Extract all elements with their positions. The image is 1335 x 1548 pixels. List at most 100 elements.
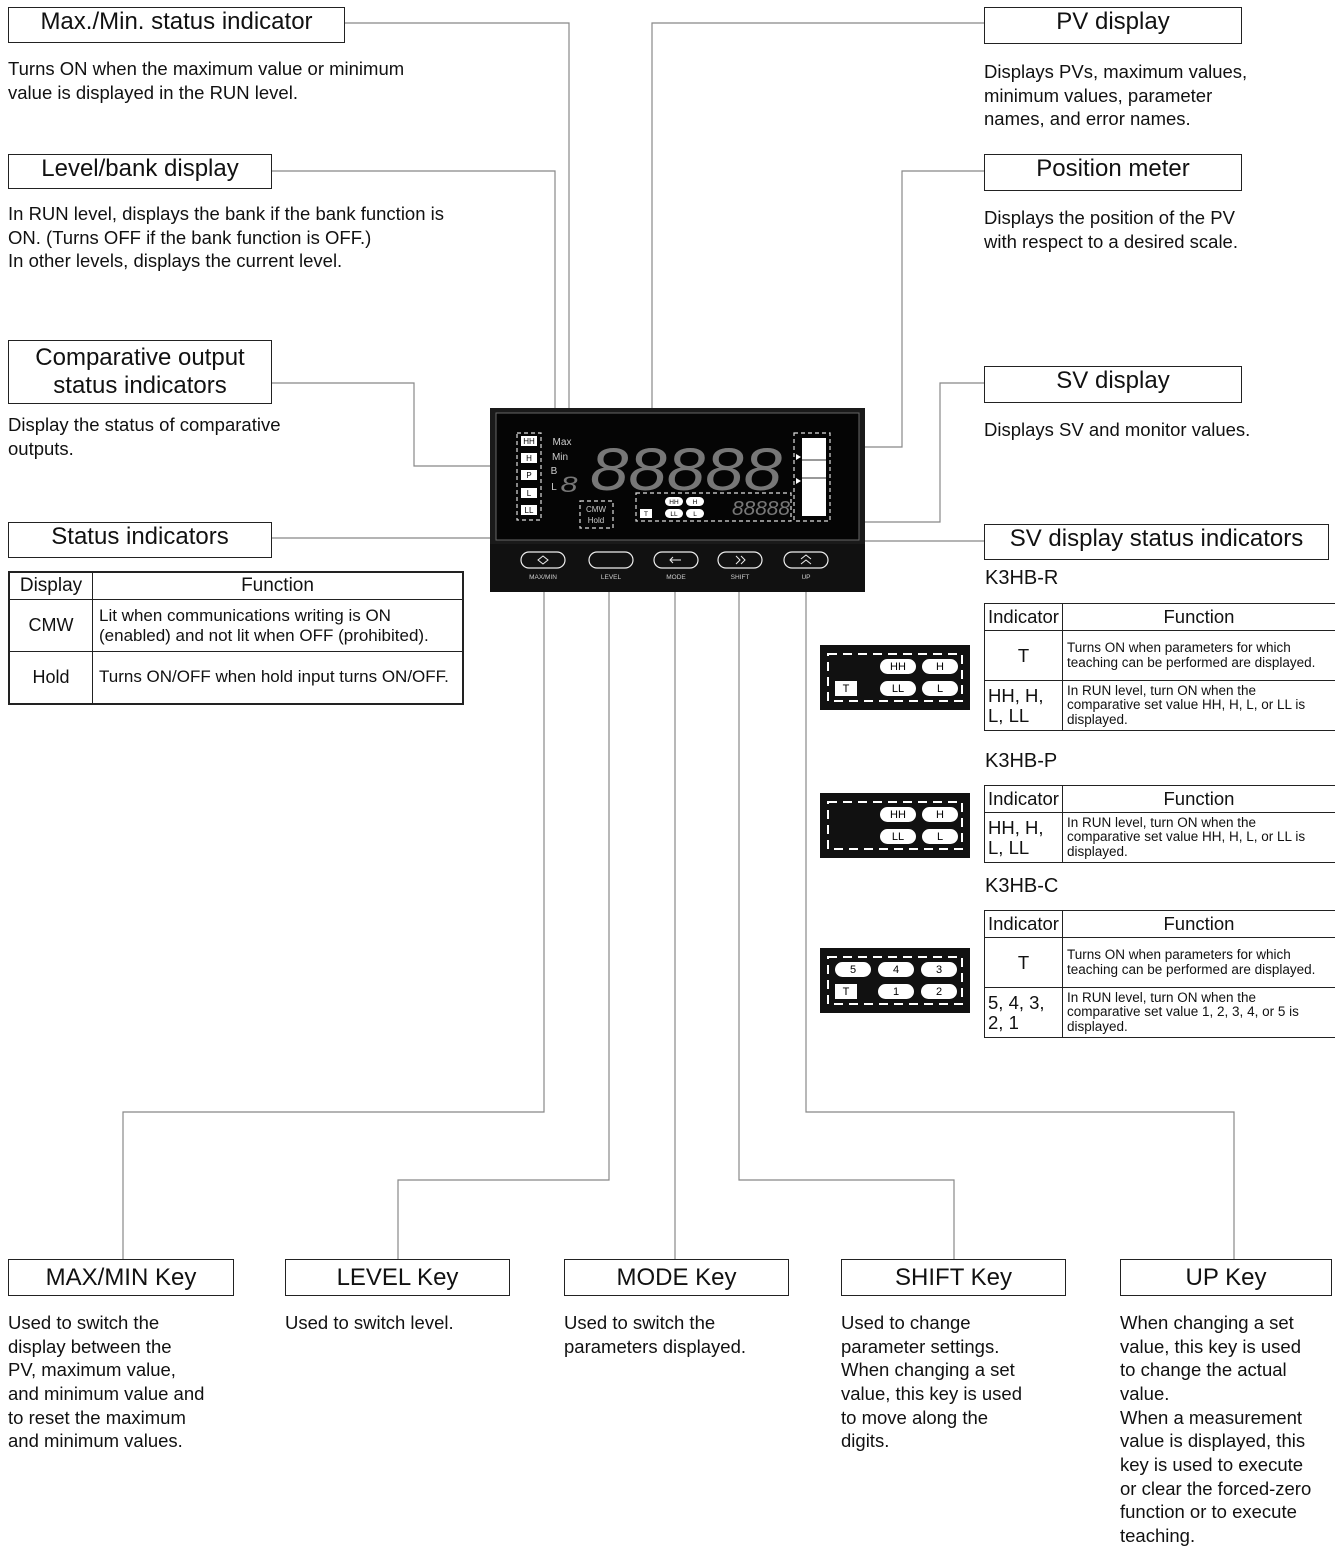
maxmin-key-label: MAX/MIN <box>529 574 557 581</box>
indicator-HH: HH <box>890 809 906 821</box>
table-header: Indicator <box>984 603 1063 631</box>
sv-led-LL: LL <box>670 511 678 518</box>
up-key[interactable] <box>783 551 829 569</box>
model-label-k3hb-r: K3HB-R <box>985 567 1059 589</box>
table-cell: In RUN level, turn ON when the comparati… <box>1061 680 1335 731</box>
comparative-output-title: Comparative output status indicators <box>8 340 272 404</box>
indicator-LL: LL <box>892 831 904 843</box>
status-indicators-table: Display Function CMW Lit when communicat… <box>8 571 464 705</box>
led-L: L <box>527 489 532 498</box>
model-label-k3hb-p: K3HB-P <box>985 750 1058 772</box>
table-cell: HH, H, L, LL <box>984 812 1063 863</box>
indicator-LL: LL <box>892 683 904 695</box>
table-cell: Turns ON when parameters for which teach… <box>1061 937 1335 988</box>
mode-key-title: MODE Key <box>564 1259 789 1296</box>
indicator-3: 3 <box>936 964 942 976</box>
shift-key-title: SHIFT Key <box>841 1259 1066 1296</box>
shift-key[interactable] <box>717 551 763 569</box>
k3hb-r-indicator-graphic: T HH H LL L <box>827 653 963 702</box>
sv-display-desc: Displays SV and monitor values. <box>984 419 1251 440</box>
position-meter-title: Position meter <box>984 154 1242 191</box>
mode-key[interactable] <box>653 551 699 569</box>
sv-display-digits: 88888 <box>732 498 790 520</box>
table-cell: In RUN level, turn ON when the comparati… <box>1061 812 1335 863</box>
pv-display-desc: Displays PVs, maximum values, minimum va… <box>984 61 1248 130</box>
table-cell: T <box>984 630 1063 681</box>
k3hb-p-indicator-panel: HH H LL L <box>820 793 970 858</box>
indicator-H: H <box>936 661 944 673</box>
diamond-icon <box>537 555 549 565</box>
level-bank-digit: 8 <box>561 472 579 497</box>
k3hb-p-indicator-graphic: HH H LL L <box>827 801 963 850</box>
shift-key-label: SHIFT <box>731 574 750 581</box>
bank-indicator: B <box>551 466 558 477</box>
double-chevron-right-icon <box>735 555 746 565</box>
maxmin-key-title: MAX/MIN Key <box>8 1259 234 1296</box>
led-HH: HH <box>523 437 535 446</box>
pv-display-digits: 88888 <box>590 436 783 503</box>
maxmin-key[interactable] <box>520 551 566 569</box>
up-key-title: UP Key <box>1120 1259 1332 1296</box>
level-key-title: LEVEL Key <box>285 1259 510 1296</box>
sv-led-L: L <box>693 511 697 518</box>
indicator-5: 5 <box>850 964 856 976</box>
table-header: Function <box>1061 785 1335 813</box>
cmw-indicator: CMW <box>586 505 606 514</box>
indicator-HH: HH <box>890 661 906 673</box>
up-key-label: UP <box>801 574 810 581</box>
level-indicator: L <box>551 482 557 493</box>
indicator-L: L <box>937 683 943 695</box>
level-key-label: LEVEL <box>601 574 622 581</box>
sv-display-title: SV display <box>984 366 1242 403</box>
k3hb-c-indicator-graphic: 5 4 3 T 1 2 <box>827 956 963 1005</box>
mode-key-desc: Used to switch the parameters displayed. <box>564 1312 747 1357</box>
sv-led-H: H <box>693 499 698 506</box>
maxmin-status-desc: Turns ON when the maximum value or minim… <box>8 58 405 103</box>
table-cell: HH, H, L, LL <box>984 680 1063 731</box>
k3hb-p-table: Indicator Function HH, H, L, LL In RUN l… <box>984 785 1335 863</box>
table-header: Indicator <box>984 910 1063 938</box>
table-cell: CMW <box>8 599 93 652</box>
level-key-desc: Used to switch level. <box>285 1312 454 1333</box>
indicator-1: 1 <box>893 986 899 998</box>
model-label-k3hb-c: K3HB-C <box>985 875 1059 897</box>
indicator-2: 2 <box>936 986 942 998</box>
table-cell: Turns ON when parameters for which teach… <box>1061 630 1335 681</box>
return-arrow-icon <box>669 556 681 564</box>
pv-display-title: PV display <box>984 7 1242 44</box>
indicator-4: 4 <box>893 964 899 976</box>
level-key[interactable] <box>588 551 634 569</box>
k3hb-r-indicator-panel: T HH H LL L <box>820 645 970 710</box>
double-chevron-up-icon <box>800 554 812 565</box>
position-meter-desc: Displays the position of the PV with res… <box>984 207 1238 252</box>
shift-key-desc: Used to change parameter settings. When … <box>841 1312 1022 1452</box>
led-P: P <box>526 471 531 480</box>
table-cell: Lit when communications writing is ON (e… <box>92 599 464 652</box>
k3hb-device-front-panel: HH H P L LL Max Min B L 8 CMW Hold 88888… <box>490 408 865 592</box>
table-cell: T <box>984 937 1063 988</box>
maxmin-status-title: Max./Min. status indicator <box>8 7 345 43</box>
position-meter <box>796 438 826 516</box>
k3hb-c-indicator-panel: 5 4 3 T 1 2 <box>820 948 970 1013</box>
comparative-output-desc: Display the status of comparative output… <box>8 414 281 459</box>
min-indicator: Min <box>552 452 568 463</box>
indicator-L: L <box>937 831 943 843</box>
mode-key-label: MODE <box>666 574 686 581</box>
table-cell: In RUN level, turn ON when the comparati… <box>1061 987 1335 1038</box>
sv-led-HH: HH <box>669 499 679 506</box>
table-cell: 5, 4, 3, 2, 1 <box>984 987 1063 1038</box>
k3hb-c-table: Indicator Function T Turns ON when param… <box>984 910 1335 1038</box>
hold-indicator: Hold <box>588 516 604 525</box>
sv-led-T: T <box>644 511 648 518</box>
indicator-T: T <box>843 986 850 998</box>
indicator-T: T <box>843 683 850 695</box>
table-header: Indicator <box>984 785 1063 813</box>
table-header: Function <box>92 571 464 600</box>
maxmin-key-desc: Used to switch the display between the P… <box>8 1312 205 1452</box>
table-header: Display <box>8 571 93 600</box>
indicator-H: H <box>936 809 944 821</box>
led-H: H <box>526 454 532 463</box>
table-cell: Turns ON/OFF when hold input turns ON/OF… <box>92 651 464 704</box>
sv-status-title: SV display status indicators <box>984 524 1329 560</box>
k3hb-r-table: Indicator Function T Turns ON when param… <box>984 603 1335 731</box>
